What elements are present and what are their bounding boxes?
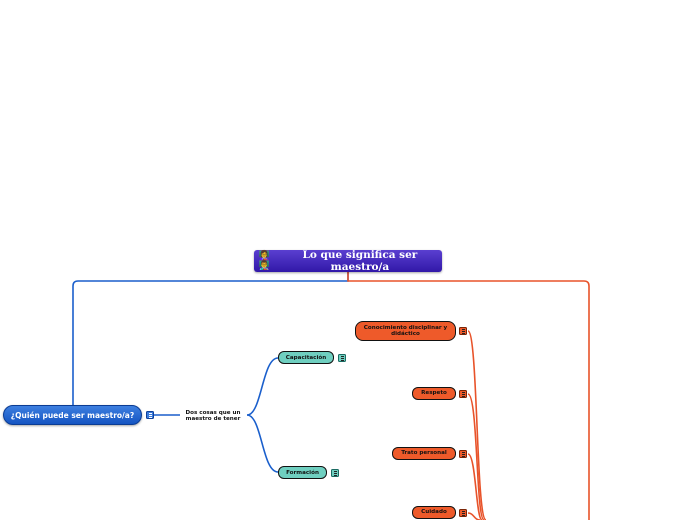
topic-conocimiento-label: Conocimiento disciplinar y didáctico — [363, 324, 448, 338]
connector-dos-cosas-to-formacion — [246, 414, 279, 473]
topic-respeto-label: Respeto — [421, 390, 447, 397]
notes-icon[interactable] — [338, 354, 346, 362]
topic-formacion-label: Formación — [286, 469, 319, 476]
topic-trato-personal[interactable]: Trato personal — [392, 447, 456, 460]
topic-quien-puede[interactable]: ¿Quién puede ser maestro/a? — [3, 405, 142, 425]
topic-formacion[interactable]: Formación — [278, 466, 327, 479]
connector-conocimiento — [467, 330, 487, 520]
topic-trato-personal-label: Trato personal — [401, 450, 447, 457]
notes-icon[interactable] — [146, 411, 154, 419]
topic-dos-cosas[interactable]: Dos cosas que un maestro de tener — [180, 407, 246, 425]
topic-cuidado[interactable]: Cuidado — [412, 506, 456, 519]
topic-dos-cosas-label: Dos cosas que un maestro de tener — [185, 409, 241, 423]
root-topic[interactable]: 👩‍🏫👨‍🏫 Lo que significa ser maestro/a — [254, 249, 442, 273]
topic-cuidado-label: Cuidado — [421, 509, 447, 516]
topic-capacitacion[interactable]: Capacitación — [278, 351, 334, 364]
notes-icon[interactable] — [459, 509, 467, 517]
connector-dos-cosas-to-capacitacion — [246, 357, 279, 416]
notes-icon[interactable] — [459, 327, 467, 335]
connector-root-to-right — [347, 272, 590, 520]
connector-cuidado — [467, 512, 481, 520]
root-topic-label: Lo que significa ser maestro/a — [302, 249, 418, 273]
notes-icon[interactable] — [331, 469, 339, 477]
teacher-emoji-icon: 👩‍🏫👨‍🏫 — [258, 251, 270, 271]
topic-conocimiento[interactable]: Conocimiento disciplinar y didáctico — [355, 321, 456, 341]
topic-capacitacion-label: Capacitación — [285, 354, 327, 361]
connector-respeto — [467, 393, 485, 520]
connector-root-to-quien — [72, 272, 349, 405]
notes-icon[interactable] — [459, 450, 467, 458]
connector-trato — [467, 453, 483, 520]
topic-quien-puede-label: ¿Quién puede ser maestro/a? — [10, 410, 135, 420]
notes-icon[interactable] — [459, 390, 467, 398]
topic-respeto[interactable]: Respeto — [412, 387, 456, 400]
